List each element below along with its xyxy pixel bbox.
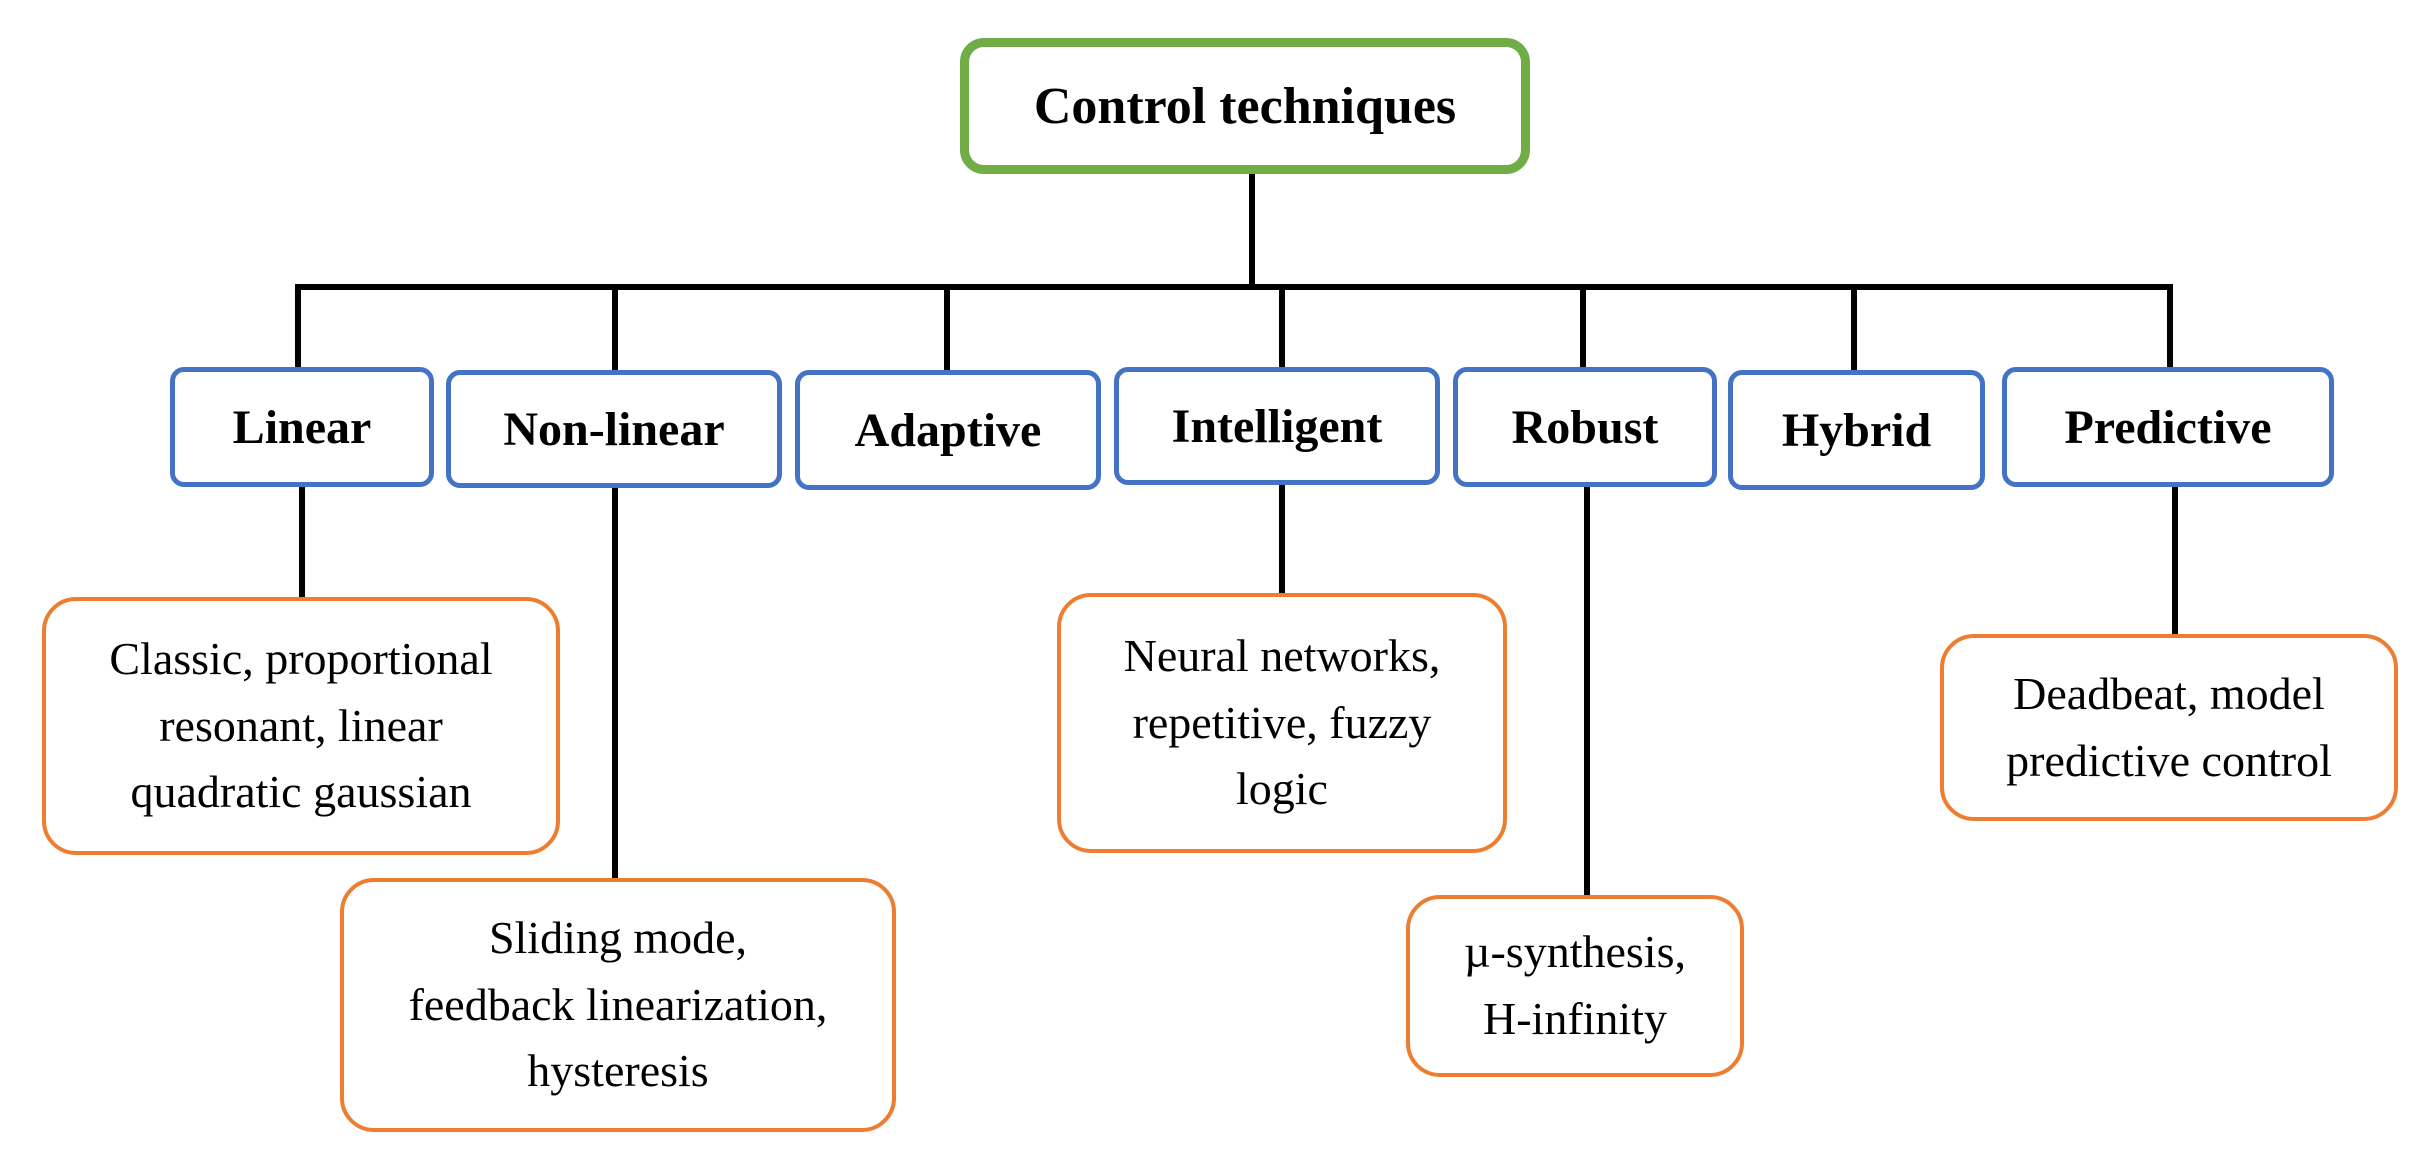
category-hybrid: Hybrid bbox=[1728, 370, 1985, 490]
example-line: hysteresis bbox=[527, 1045, 709, 1097]
example-line: logic bbox=[1236, 763, 1328, 815]
examples-linear: Classic, proportional resonant, linear q… bbox=[42, 597, 560, 855]
example-line: Neural networks, bbox=[1123, 629, 1441, 681]
category-label: Predictive bbox=[2064, 400, 2272, 454]
category-nonlinear: Non-linear bbox=[446, 370, 782, 488]
example-line: Sliding mode, bbox=[488, 911, 748, 963]
example-line: H-infinity bbox=[1483, 993, 1667, 1044]
examples-robust: µ-synthesis, H-infinity bbox=[1406, 895, 1744, 1077]
examples-nonlinear: Sliding mode, feedback linearization, hy… bbox=[340, 878, 896, 1132]
example-line: predictive control bbox=[2006, 734, 2332, 786]
example-line: resonant, linear bbox=[159, 699, 443, 751]
example-line: Classic, proportional bbox=[109, 632, 493, 684]
example-line: repetitive, fuzzy bbox=[1132, 696, 1432, 748]
category-predictive: Predictive bbox=[2002, 367, 2334, 487]
category-linear: Linear bbox=[170, 367, 434, 487]
category-robust: Robust bbox=[1453, 367, 1717, 487]
category-label: Non-linear bbox=[503, 402, 725, 456]
category-label: Linear bbox=[232, 400, 372, 454]
examples-predictive: Deadbeat, model predictive control bbox=[1940, 634, 2398, 821]
example-line: µ-synthesis, bbox=[1463, 926, 1686, 978]
example-line: quadratic gaussian bbox=[130, 766, 472, 818]
example-line: feedback linearization, bbox=[408, 978, 828, 1030]
root-label: Control techniques bbox=[1033, 77, 1457, 135]
category-intelligent: Intelligent bbox=[1114, 367, 1440, 485]
example-line: Deadbeat, model bbox=[2013, 667, 2325, 719]
category-label: Hybrid bbox=[1781, 403, 1932, 457]
examples-intelligent: Neural networks, repetitive, fuzzy logic bbox=[1057, 593, 1507, 853]
category-label: Robust bbox=[1511, 400, 1659, 454]
category-adaptive: Adaptive bbox=[795, 370, 1101, 490]
root-node: Control techniques bbox=[960, 38, 1530, 174]
category-label: Adaptive bbox=[854, 403, 1042, 457]
category-label: Intelligent bbox=[1171, 399, 1383, 453]
